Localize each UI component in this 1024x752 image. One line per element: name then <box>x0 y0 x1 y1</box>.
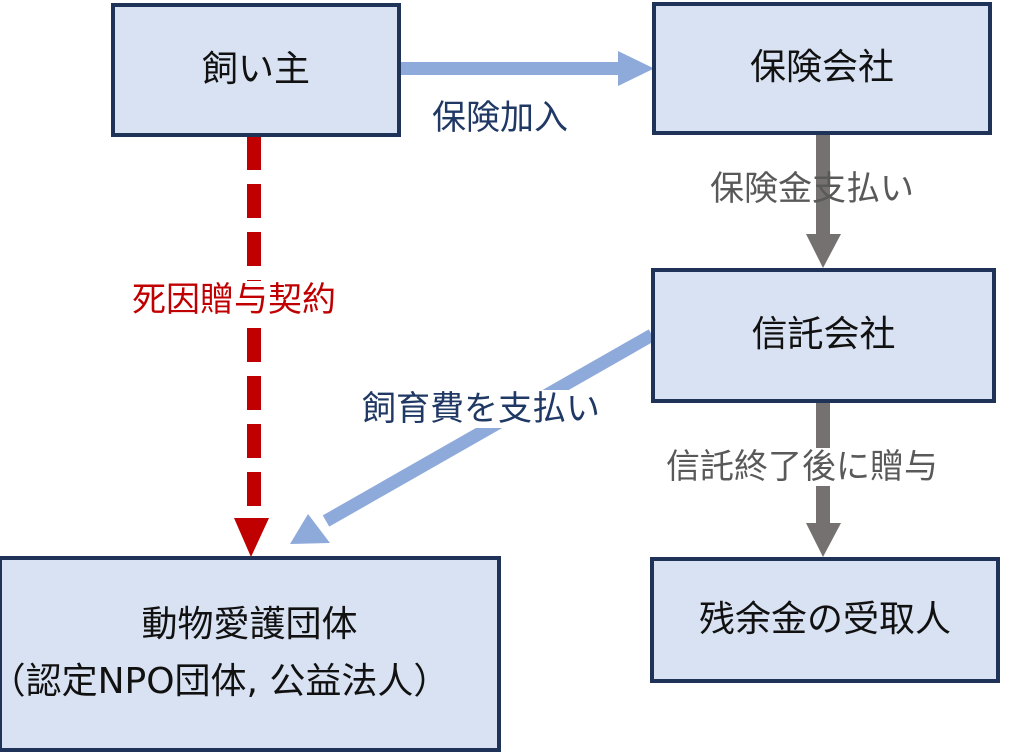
node-animal-org: 動物愛護団体 （認定NPO団体, 公益法人） <box>0 556 501 752</box>
arrowhead-owner-to-org <box>234 518 269 557</box>
connector-insurer-to-trust <box>816 134 830 236</box>
node-owner-label: 飼い主 <box>201 48 310 90</box>
node-trust-company-label: 信託会社 <box>751 314 896 356</box>
label-trust-to-org: 飼育費を支払い <box>358 390 604 428</box>
node-animal-org-label: 動物愛護団体 <box>141 604 358 646</box>
connector-trust-to-org <box>322 329 656 527</box>
edge-insurer-to-trust <box>806 134 841 268</box>
node-residual-recipient-label: 残余金の受取人 <box>698 598 951 640</box>
node-owner: 飼い主 <box>111 3 401 137</box>
arrowhead-owner-to-insurer <box>618 51 654 86</box>
node-residual-recipient: 残余金の受取人 <box>650 557 1000 683</box>
connector-owner-to-insurer <box>396 62 620 75</box>
node-trust-company: 信託会社 <box>651 268 996 403</box>
node-insurer: 保険会社 <box>652 2 992 135</box>
label-insurer-to-trust: 保険金支払い <box>710 169 914 209</box>
edge-owner-to-insurer <box>396 51 654 86</box>
arrowhead-insurer-to-trust <box>806 234 841 268</box>
edge-owner-to-org <box>234 136 269 557</box>
label-owner-to-insurer: 保険加入 <box>432 98 568 138</box>
arrowhead-trust-to-org <box>290 514 330 544</box>
node-insurer-label: 保険会社 <box>749 47 894 89</box>
arrowhead-trust-to-recipient <box>806 523 841 557</box>
node-animal-org-sublabel: （認定NPO団体, 公益法人） <box>0 661 450 702</box>
label-owner-to-org: 死因贈与契約 <box>128 281 340 319</box>
edge-trust-to-org <box>290 329 656 544</box>
label-trust-to-recipient: 信託終了後に贈与 <box>662 448 942 486</box>
